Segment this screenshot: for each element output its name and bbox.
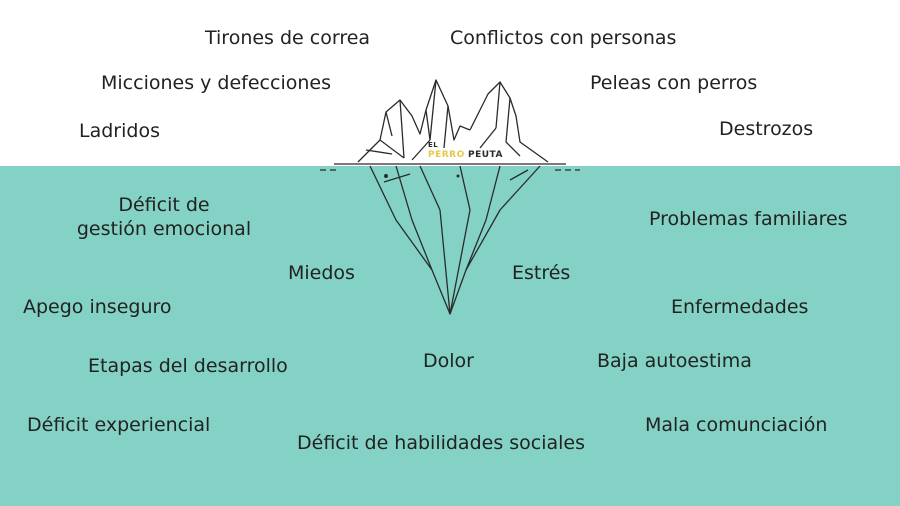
iceberg-illustration: [320, 79, 580, 315]
water-area: [0, 166, 900, 506]
label-apego-inseguro: Apego inseguro: [23, 296, 172, 318]
label-dolor: Dolor: [423, 350, 474, 372]
label-ladridos: Ladridos: [79, 120, 160, 142]
label-destrozos: Destrozos: [719, 118, 814, 140]
label-mala-comunciacion: Mala comunciación: [645, 414, 828, 436]
logo-word-2: PEUTA: [468, 150, 503, 160]
logo-top-text: EL: [428, 141, 439, 149]
label-peleas-con-perros: Peleas con perros: [590, 72, 758, 94]
label-problemas-familiares: Problemas familiares: [649, 208, 848, 230]
label-enfermedades: Enfermedades: [671, 296, 809, 318]
label-deficit-gestion-emocional: Déficit de gestión emocional: [66, 193, 262, 241]
label-deficit-gestion-line-2: gestión emocional: [76, 218, 252, 240]
label-estres: Estrés: [512, 262, 571, 284]
logo: EL PERRO PEUTA: [428, 141, 508, 165]
label-tirones-de-correa: Tirones de correa: [205, 27, 371, 49]
label-deficit-habilidades-sociales: Déficit de habilidades sociales: [297, 432, 586, 454]
label-etapas-del-desarrollo: Etapas del desarrollo: [88, 355, 288, 377]
label-micciones-y-defecciones: Micciones y defecciones: [101, 72, 331, 94]
logo-word-1: PERRO: [428, 150, 465, 160]
label-deficit-gestion-line-1: Déficit de: [118, 194, 210, 216]
label-miedos: Miedos: [288, 262, 355, 284]
label-conflictos-con-personas: Conflictos con personas: [450, 27, 677, 49]
label-baja-autoestima: Baja autoestima: [597, 350, 752, 372]
label-deficit-experiencial: Déficit experiencial: [27, 414, 211, 436]
